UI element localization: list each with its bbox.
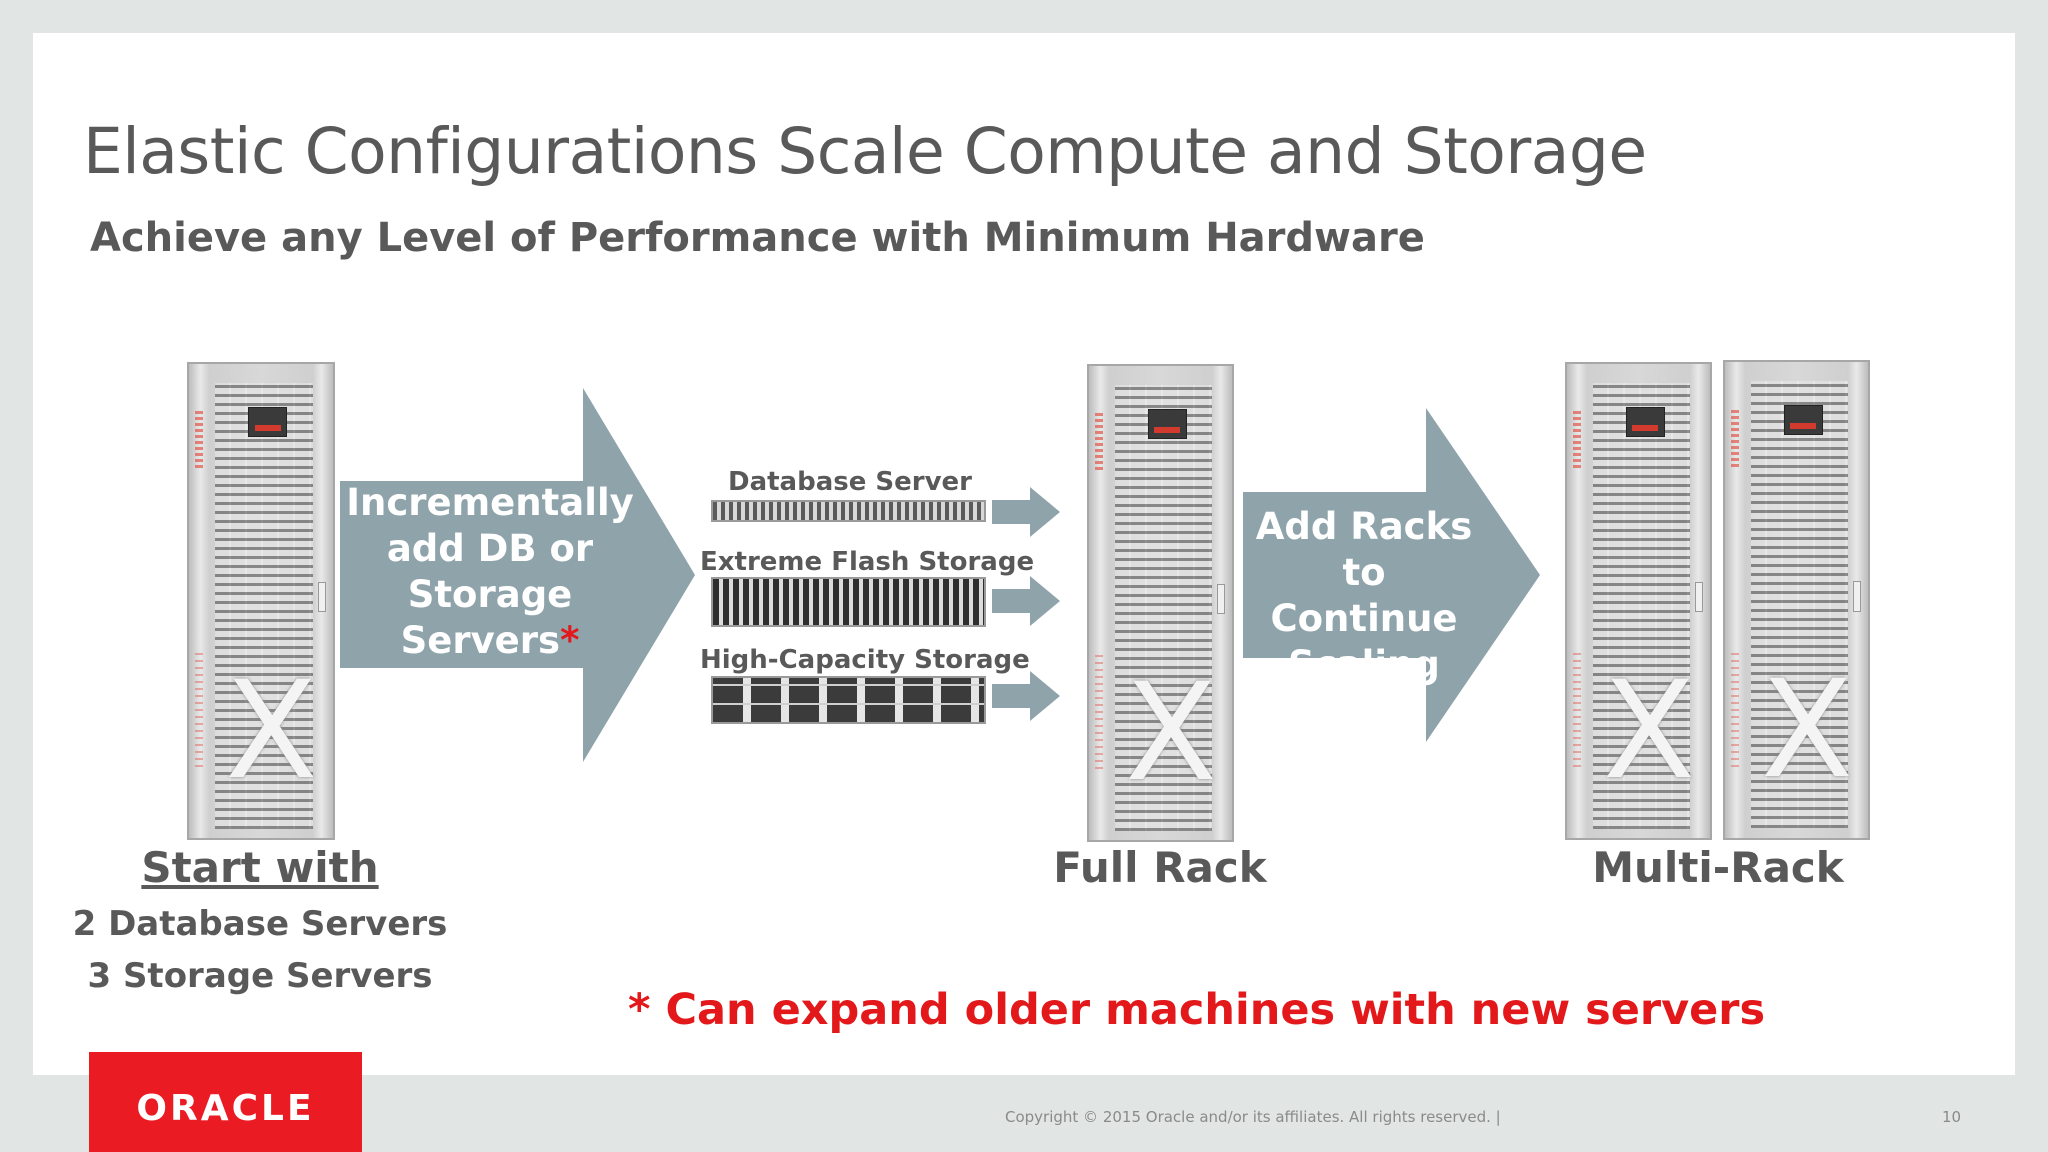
incremental-servers-text: Servers bbox=[400, 619, 561, 662]
add-racks-line-3: Scaling bbox=[1288, 643, 1440, 686]
full-rack-caption: Full Rack bbox=[1053, 843, 1267, 892]
add-racks-line-1: Add Racks bbox=[1255, 505, 1473, 548]
oracle-logo-text: ORACLE bbox=[136, 1088, 315, 1129]
rack-handle bbox=[318, 582, 326, 613]
exadata-label-graphic bbox=[1730, 409, 1740, 467]
copyright-text: Copyright © 2015 Oracle and/or its affil… bbox=[1005, 1108, 1501, 1126]
full-rack-image: X bbox=[1087, 364, 1234, 842]
start-with-caption: Start with bbox=[141, 843, 379, 892]
rack-x-mark: X bbox=[1760, 650, 1854, 808]
in-memory-label-graphic bbox=[1094, 650, 1104, 769]
high-capacity-storage-label: High-Capacity Storage bbox=[700, 645, 1030, 675]
multi-rack-image-right: X bbox=[1723, 360, 1870, 840]
asterisk-mark: * bbox=[560, 619, 580, 662]
high-capacity-storage-image bbox=[711, 676, 986, 724]
high-capacity-storage-arrow bbox=[992, 671, 1060, 721]
database-server-label: Database Server bbox=[727, 467, 972, 497]
rack-handle bbox=[1695, 582, 1703, 613]
starter-rack-image: X bbox=[187, 362, 335, 840]
in-memory-label-graphic bbox=[1572, 648, 1582, 767]
rack-grille bbox=[1114, 384, 1212, 831]
sun-oracle-badge bbox=[1625, 406, 1665, 438]
page-number: 10 bbox=[1942, 1108, 1962, 1126]
incremental-line-3: Storage bbox=[407, 573, 573, 616]
start-db-servers-text: 2 Database Servers bbox=[72, 904, 448, 944]
add-racks-arrow bbox=[1243, 408, 1540, 742]
exadata-label-graphic bbox=[194, 411, 204, 469]
in-memory-label-graphic bbox=[194, 648, 204, 767]
rack-handle bbox=[1853, 580, 1861, 612]
exadata-label-graphic bbox=[1572, 411, 1582, 469]
slide-title: Elastic Configurations Scale Compute and… bbox=[83, 115, 1647, 188]
rack-grille bbox=[214, 382, 313, 829]
rack-x-mark: X bbox=[1124, 653, 1218, 811]
incremental-line-1: Incrementally bbox=[346, 481, 634, 524]
database-server-arrow bbox=[992, 487, 1060, 537]
flash-storage-image bbox=[711, 577, 986, 627]
exadata-label-graphic bbox=[1094, 413, 1104, 471]
oracle-logo: ORACLE bbox=[89, 1052, 362, 1152]
start-storage-servers-text: 3 Storage Servers bbox=[87, 956, 433, 996]
sun-oracle-badge bbox=[248, 406, 288, 438]
sun-oracle-badge bbox=[1783, 404, 1823, 436]
add-racks-arrow-label: Add Racks to Continue Scaling bbox=[1245, 504, 1483, 688]
rack-grille bbox=[1592, 382, 1690, 829]
database-server-image bbox=[711, 500, 986, 522]
incremental-line-2: add DB or bbox=[386, 527, 594, 570]
rack-x-mark: X bbox=[225, 651, 318, 809]
flash-storage-label: Extreme Flash Storage bbox=[700, 547, 1035, 577]
rack-handle bbox=[1217, 584, 1225, 615]
incremental-arrow bbox=[340, 388, 695, 762]
rack-x-mark: X bbox=[1602, 651, 1696, 809]
expansion-footnote: * Can expand older machines with new ser… bbox=[628, 985, 1766, 1035]
multi-rack-caption: Multi-Rack bbox=[1592, 843, 1844, 892]
sun-oracle-badge bbox=[1147, 408, 1187, 440]
multi-rack-image-left: X bbox=[1565, 362, 1712, 840]
add-racks-line-2: to Continue bbox=[1270, 551, 1458, 640]
in-memory-label-graphic bbox=[1730, 647, 1740, 767]
incremental-line-4: Servers* bbox=[345, 618, 635, 664]
slide-subtitle: Achieve any Level of Performance with Mi… bbox=[90, 215, 1425, 261]
flash-storage-arrow bbox=[992, 576, 1060, 626]
incremental-arrow-label: Incrementally add DB or Storage Servers* bbox=[345, 480, 635, 664]
rack-grille bbox=[1750, 381, 1848, 829]
